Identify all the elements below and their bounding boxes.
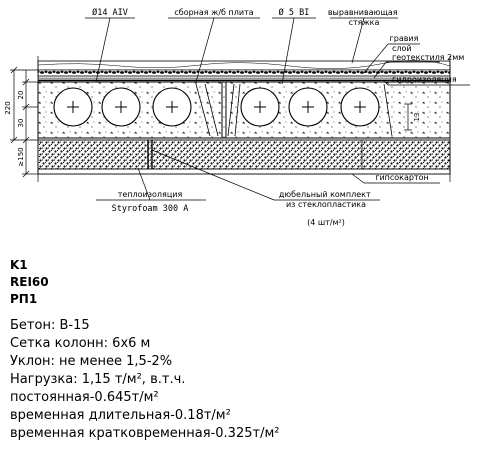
spec-load-short: временная кратковременная-0.325т/м² xyxy=(10,426,280,441)
spec-load-long: временная длительная-0.18т/м² xyxy=(10,408,231,423)
label-dowel-kit-2: из стеклопластика xyxy=(286,200,366,209)
label-leveling-screed-1: выравнивающая xyxy=(328,8,398,17)
code-k1: K1 xyxy=(10,258,28,272)
label-geotextile-1: слой xyxy=(392,44,412,53)
label-rebar-mesh: Ø 5 BI xyxy=(279,7,310,18)
layer-geotextile xyxy=(37,75,451,82)
dim-insulation: ≥150 xyxy=(17,147,25,166)
dimension-lines xyxy=(10,66,412,178)
break-lines xyxy=(37,56,451,182)
core-center-marks xyxy=(67,101,366,113)
label-dowel-kit-1: дюбельный комплект xyxy=(279,190,371,199)
dim-right: 13 xyxy=(413,113,421,122)
label-precast-slab: сборная ж/б плита xyxy=(174,8,253,17)
leader-lines xyxy=(85,17,470,201)
spec-load: Нагрузка: 1,15 т/м², в.т.ч. xyxy=(10,372,186,387)
spec-slope: Уклон: не менее 1,5-2% xyxy=(10,354,173,369)
layer-gravel xyxy=(37,69,451,77)
label-insulation-brand: Styrofoam 300 A xyxy=(112,204,189,214)
label-insulation: теплоизоляция xyxy=(118,190,183,199)
label-drywall: гипсокартон xyxy=(375,173,429,182)
label-gravel: гравия xyxy=(390,34,419,43)
label-dowel-qty: (4 шт/м²) xyxy=(307,218,345,227)
label-waterproofing: гидроизоляция xyxy=(392,75,457,84)
dim-total: 220 xyxy=(4,101,12,114)
label-geotextile-2: геотекстиля 2мм xyxy=(392,53,464,62)
label-leveling-screed-2: стяжка xyxy=(349,18,380,27)
spec-column-grid: Сетка колонн: 6х6 м xyxy=(10,336,151,351)
label-rebar-top: Ø14 AIV xyxy=(92,7,128,18)
spec-load-permanent: постоянная-0.645т/м² xyxy=(10,390,159,405)
dim-mid: 30 xyxy=(17,119,25,128)
rebar-mesh-zigzag xyxy=(195,83,393,137)
dim-top: 20 xyxy=(17,91,25,100)
layer-insulation xyxy=(37,139,451,170)
code-rp: РП1 xyxy=(10,292,38,306)
label-leveling-screed: выравнивающая стяжка xyxy=(328,8,400,27)
code-rei: REI60 xyxy=(10,275,49,289)
label-dowel-kit: дюбельный комплект из стеклопластика xyxy=(279,190,373,209)
label-geotextile: слой геотекстиля 2мм xyxy=(392,44,464,62)
spec-concrete: Бетон: B-15 xyxy=(10,318,90,333)
